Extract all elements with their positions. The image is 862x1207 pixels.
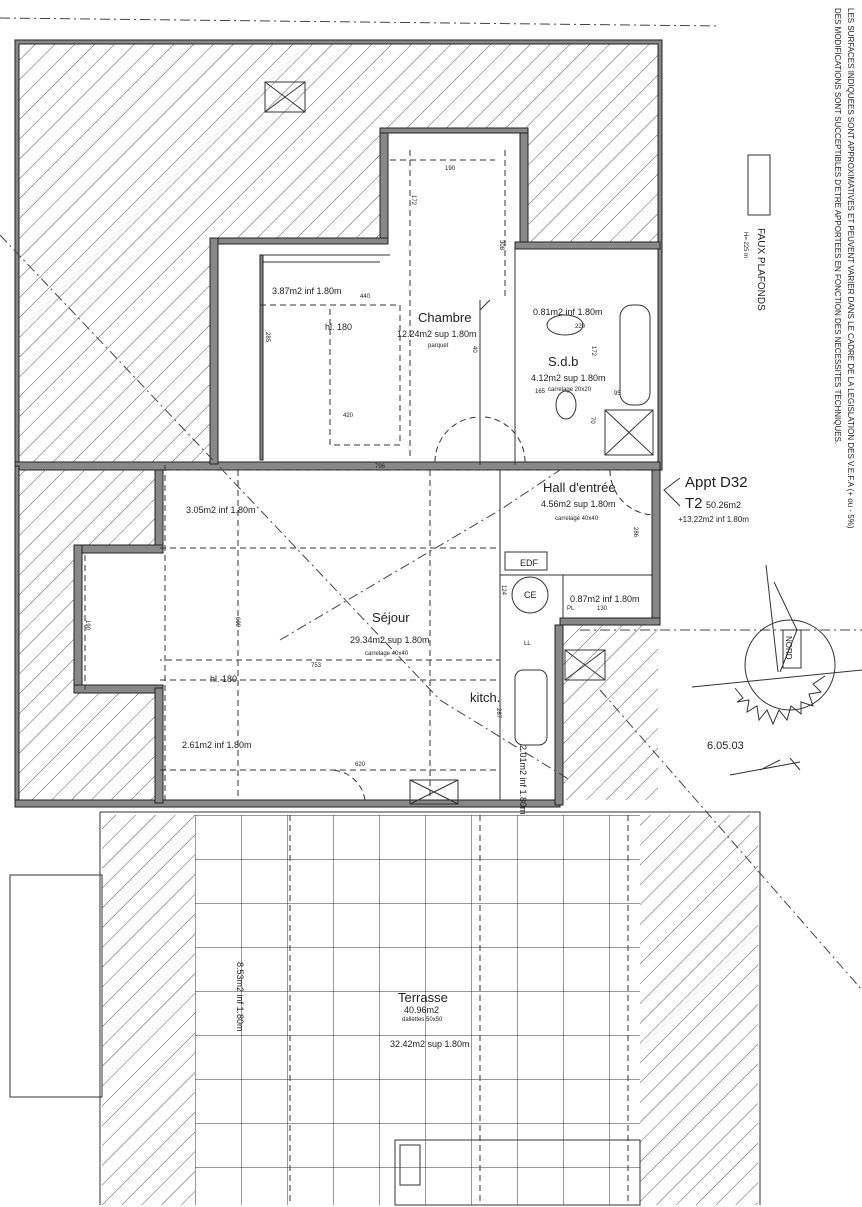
terrasse-name: Terrasse (398, 990, 448, 1005)
sejour-hl: hl. 180 (210, 674, 237, 684)
sejour-area: 29.34m2 sup 1.80m (350, 635, 430, 645)
placard-area: 0.87m2 inf 1.80m (570, 594, 640, 604)
apartment-label: Appt D32 T2 50.26m2 +13.22m2 inf 1.80m (663, 474, 749, 524)
chambre-area: 12.24m2 sup 1.80m (397, 329, 477, 339)
boundary-line (0, 17, 721, 27)
dimension-label: 190 (445, 166, 456, 172)
dimension-lines (0, 150, 862, 991)
terrasse (9, 811, 761, 1206)
dimension-label: 286 (632, 527, 638, 538)
dimension-label: 440 (360, 294, 371, 300)
terrasse-area: 40.96m2 (404, 1005, 439, 1015)
chambre-name: Chambre (418, 310, 471, 325)
faux-plafonds-swatch (747, 154, 771, 216)
roof-window-icon (264, 81, 306, 113)
dimension-label: 287 (495, 708, 501, 719)
sejour-sub-area-top: 3.05m2 inf 1.80m (186, 505, 256, 515)
dimension-label: 124 (500, 585, 506, 596)
terrasse-inf: 8.53m2 inf 1.80m (235, 962, 245, 1032)
kitchen-sub-area: 2.01m2 inf 1.80m (518, 745, 528, 815)
terrasse-sup: 32.42m2 sup 1.80m (390, 1039, 470, 1049)
boiler-icon (511, 576, 549, 614)
bathtub-icon (619, 304, 651, 406)
toilet-icon (555, 390, 577, 420)
partitions (262, 81, 656, 805)
dimension-label: 172 (410, 195, 416, 206)
dimension-label: 285 (264, 332, 270, 343)
sejour-floor: carrelage 40x40 (365, 651, 409, 657)
apartment-extra-area: +13.22m2 inf 1.80m (678, 515, 749, 524)
dimension-label: 190 (84, 620, 90, 631)
dimension-label: 620 (355, 762, 366, 768)
hall-name: Hall d'entrée (543, 480, 616, 495)
edf-label: EDF (520, 558, 539, 568)
hall-floor: carrelage 40x40 (555, 516, 599, 522)
sejour-sub-area-bottom: 2.61m2 inf 1.80m (182, 740, 252, 750)
notice: LES SURFACES INDIQUEES SONT APPROXIMATIV… (833, 8, 855, 529)
apartment-type: T2 (685, 495, 703, 512)
chambre-sub-area: 3.87m2 inf 1.80m (272, 286, 342, 296)
dimension-label: 796 (375, 464, 386, 470)
room-labels: Chambre 12.24m2 sup 1.80m parquet 3.87m2… (182, 286, 640, 1049)
hall-area: 4.56m2 sup 1.80m (541, 499, 616, 509)
date-annotation: 6.05.03 (707, 740, 744, 752)
edf-panel (504, 551, 548, 571)
notice-line-1: LES SURFACES INDIQUEES SONT APPROXIMATIV… (846, 8, 855, 529)
dimension-label: 40 (471, 346, 477, 353)
sdb-floor: carrelage 20x20 (548, 387, 592, 393)
dimension-label: 95 (614, 391, 621, 397)
legend: FAUX PLAFONDS H= 225 m (742, 154, 771, 311)
apartment-area: 50.26m2 (706, 500, 741, 510)
balcony-outline (9, 874, 103, 1098)
sink-icon (546, 314, 584, 336)
ce-label: CE (524, 590, 537, 600)
sejour-name: Séjour (372, 610, 410, 625)
dimension-label: 609 (234, 617, 240, 628)
chambre-hl: hl. 180 (325, 322, 352, 332)
dimension-label: 220 (575, 324, 586, 330)
dimension-label: 130 (597, 606, 608, 612)
placard-pl: PL (567, 606, 575, 612)
sloped-roof-areas (18, 42, 758, 1205)
compass-north-label: NORD (784, 636, 793, 660)
shower-icon (604, 409, 654, 456)
kitchen-name: kitch. (470, 690, 500, 705)
legend-title: FAUX PLAFONDS (755, 228, 766, 311)
notice-line-2: DES MODIFICATIONS SONT SUCCEPTIBLES D'ET… (833, 8, 842, 444)
dimension-values: 190 172 308 440 285 420 40 220 172 165 9… (84, 166, 638, 768)
dimension-label: 753 (311, 663, 322, 669)
sdb-name: S.d.b (548, 354, 578, 369)
vent-icon (409, 779, 459, 805)
apartment-name: Appt D32 (685, 474, 748, 491)
door-swings (329, 416, 656, 801)
signature (729, 757, 801, 776)
sdb-area: 4.12m2 sup 1.80m (531, 373, 606, 383)
dimension-label: 420 (343, 413, 354, 419)
legend-height: H= 225 m (742, 232, 748, 258)
kitchen-sink-icon (514, 669, 548, 746)
compass: NORD 6.05.03 (691, 564, 862, 776)
sdb-sub-area: 0.81m2 inf 1.80m (533, 307, 603, 317)
chambre-floor: parquet (428, 343, 449, 349)
dimension-label: 70 (589, 417, 595, 424)
dimension-label: 172 (590, 346, 596, 357)
dimension-label: 308 (498, 240, 504, 251)
terrasse-floor: dallettes 50x50 (402, 1017, 443, 1023)
ll-label: LL (524, 641, 531, 647)
dimension-label: 165 (535, 389, 546, 395)
walls (14, 39, 663, 808)
